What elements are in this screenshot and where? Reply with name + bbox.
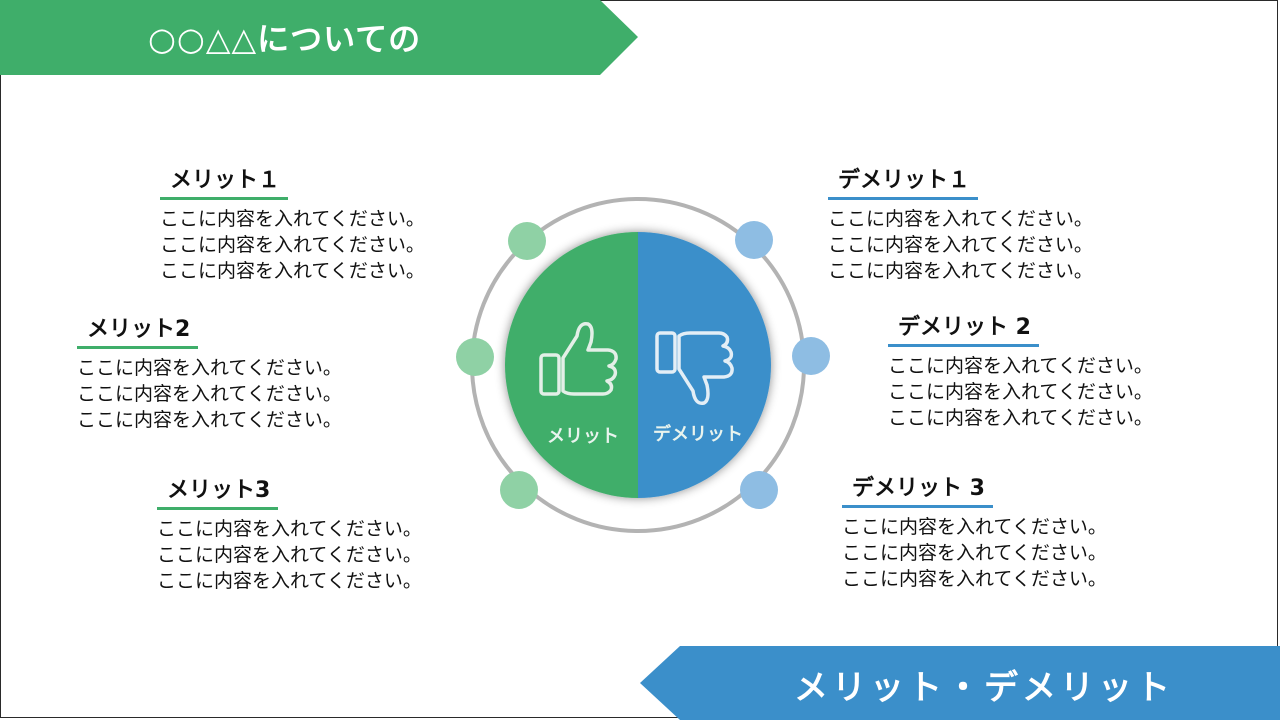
demerit-3-line-1: ここに内容を入れてください。 xyxy=(842,516,1107,538)
merit-block-3: メリット3 ここに内容を入れてください。 ここに内容を入れてください。 ここに内… xyxy=(157,472,422,594)
merit-heading-3: メリット3 xyxy=(157,472,279,510)
demerit-1-line-1: ここに内容を入れてください。 xyxy=(828,208,1093,230)
demerit-heading-2: デメリット 2 xyxy=(888,309,1039,347)
demerit-2-line-3: ここに内容を入れてください。 xyxy=(888,407,1153,429)
merit-3-line-2: ここに内容を入れてください。 xyxy=(157,544,422,566)
merit-block-2: メリット2 ここに内容を入れてください。 ここに内容を入れてください。 ここに内… xyxy=(77,311,342,433)
merit-heading-1: メリット１ xyxy=(160,162,289,200)
merit-1-line-1: ここに内容を入れてください。 xyxy=(160,208,425,230)
footer-banner: メリット・デメリット xyxy=(640,646,1280,720)
demerit-heading-3: デメリット 3 xyxy=(842,470,993,508)
merit-3-line-3: ここに内容を入れてください。 xyxy=(157,570,422,592)
merit-1-line-3: ここに内容を入れてください。 xyxy=(160,260,425,282)
merit-2-line-3: ここに内容を入れてください。 xyxy=(77,409,342,431)
merit-2-line-1: ここに内容を入れてください。 xyxy=(77,357,342,379)
merit-block-1: メリット１ ここに内容を入れてください。 ここに内容を入れてください。 ここに内… xyxy=(160,162,425,284)
demerit-1-line-3: ここに内容を入れてください。 xyxy=(828,260,1093,282)
demerit-block-3: デメリット 3 ここに内容を入れてください。 ここに内容を入れてください。 ここ… xyxy=(842,470,1107,592)
demerit-3-line-3: ここに内容を入れてください。 xyxy=(842,568,1107,590)
header-banner: ○○△△についての xyxy=(0,0,638,75)
merit-3-line-1: ここに内容を入れてください。 xyxy=(157,518,422,540)
demerit-block-2: デメリット 2 ここに内容を入れてください。 ここに内容を入れてください。 ここ… xyxy=(888,309,1153,431)
demerit-3-line-2: ここに内容を入れてください。 xyxy=(842,542,1107,564)
demerit-block-1: デメリット１ ここに内容を入れてください。 ここに内容を入れてください。 ここに… xyxy=(828,162,1093,284)
demerit-2-line-2: ここに内容を入れてください。 xyxy=(888,381,1153,403)
demerit-heading-1: デメリット１ xyxy=(828,162,979,200)
merit-1-line-2: ここに内容を入れてください。 xyxy=(160,234,425,256)
demerit-2-line-1: ここに内容を入れてください。 xyxy=(888,355,1153,377)
slide-title: ○○△△についての xyxy=(148,20,422,58)
demerit-1-line-2: ここに内容を入れてください。 xyxy=(828,234,1093,256)
footer-title: メリット・デメリット xyxy=(794,668,1174,708)
merit-heading-2: メリット2 xyxy=(77,311,199,349)
merit-2-line-2: ここに内容を入れてください。 xyxy=(77,383,342,405)
